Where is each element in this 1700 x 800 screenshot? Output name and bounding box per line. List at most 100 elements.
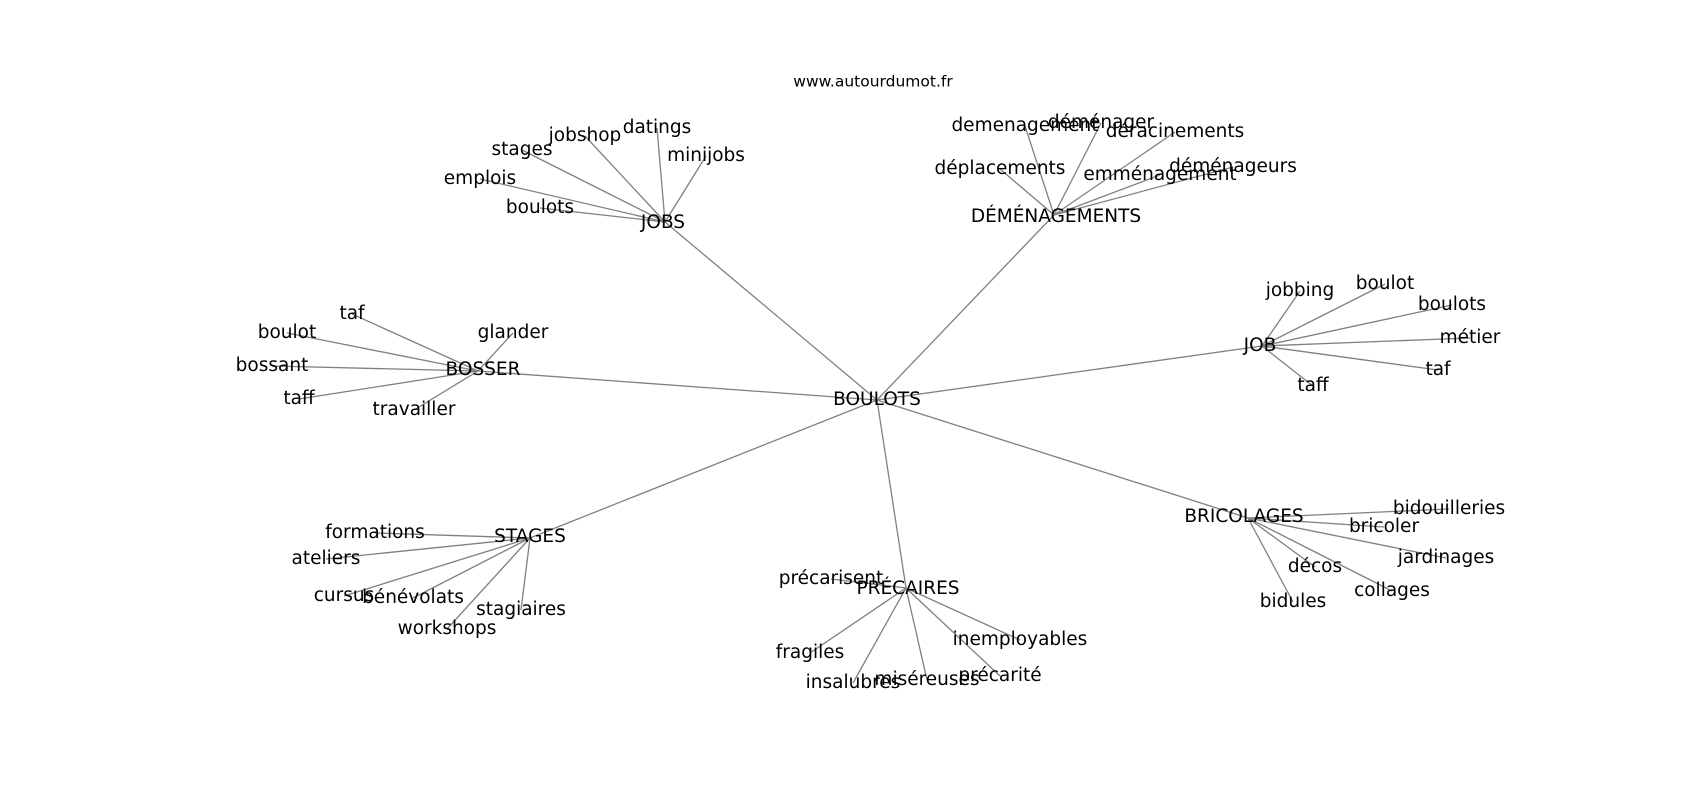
edge-stages-leaf [520, 537, 531, 611]
edge-déménagements-leaf [1053, 166, 1234, 216]
leaf-node-label: stagiaires [476, 599, 566, 620]
leaf-node-label: taff [1297, 375, 1330, 396]
edge-précaires-leaf [830, 578, 907, 589]
leaf-node-label: boulots [1418, 294, 1486, 315]
leaf-node-label: insalubres [806, 672, 901, 693]
leaf-node-label: jardinages [1397, 547, 1494, 568]
leaf-node-label: collages [1354, 580, 1430, 601]
edge-bosser-leaf [477, 332, 514, 372]
leaf-node-label: précarisent [779, 568, 884, 589]
leaf-node-label: inemployables [953, 629, 1088, 650]
edge-déménagements-leaf [1053, 131, 1176, 216]
edge-jobs-leaf [539, 207, 666, 223]
edge-précaires-leaf [905, 587, 1021, 641]
edge-stages-leaf [325, 537, 531, 560]
leaf-node-label: emménagement [1083, 164, 1236, 185]
edge-bricolages-leaf [1247, 517, 1385, 528]
leaf-node-label: demenagement [951, 115, 1098, 136]
source-label: www.autourdumot.fr [793, 73, 953, 91]
edge-root-to-jobs [664, 221, 878, 401]
edge-jobs-leaf [584, 135, 666, 223]
edge-déménagements-leaf [1053, 122, 1102, 216]
leaf-node-label: ateliers [292, 548, 361, 569]
edge-jobs-leaf [479, 178, 666, 223]
edge-bricolages-leaf [1247, 517, 1393, 592]
edge-bricolages-leaf [1247, 517, 1447, 559]
leaf-node-label: cursus [314, 585, 375, 606]
hub-node-label: DÉMÉNAGEMENTS [971, 205, 1141, 227]
edge-déménagements-leaf [999, 168, 1055, 216]
edge-job-leaf [1261, 345, 1314, 387]
hub-node-label: BOSSER [446, 359, 521, 380]
edge-root-to-déménagements [876, 214, 1055, 401]
leaf-node-label: déplacements [935, 158, 1066, 179]
leaf-node-label: travailler [373, 399, 456, 420]
leaf-node-label: taf [1425, 359, 1451, 380]
edge-jobs-leaf [656, 127, 666, 223]
hub-node-label: BRICOLAGES [1184, 506, 1303, 527]
edge-précaires-leaf [809, 587, 907, 654]
leaf-node-label: glander [478, 322, 549, 343]
edge-job-leaf [1261, 304, 1453, 347]
leaf-node-label: déménager [1048, 112, 1155, 133]
edge-job-leaf [1261, 345, 1439, 371]
edge-déménagements-leaf [1024, 125, 1055, 216]
edge-stages-leaf [374, 532, 531, 539]
root-node-label: BOULOTS [833, 389, 921, 410]
edge-jobs-leaf [664, 155, 707, 223]
edge-précaires-leaf [852, 587, 907, 684]
edge-stages-leaf [412, 537, 531, 599]
hub-node-label: JOBS [640, 212, 685, 233]
leaf-node-label: stages [492, 139, 553, 160]
edge-bosser-leaf [413, 370, 479, 411]
edge-stages-leaf [343, 537, 531, 597]
edge-déménagements-leaf [1053, 174, 1161, 216]
leaf-node-label: miséreuses [874, 669, 979, 690]
edge-root-to-bricolages [876, 399, 1249, 519]
edge-bosser-leaf [351, 313, 479, 372]
leaf-node-label: taff [283, 388, 316, 409]
leaf-node-label: bossant [236, 355, 309, 376]
edge-bosser-leaf [271, 365, 479, 372]
hub-node-label: JOB [1243, 335, 1277, 356]
leaf-node-label: minijobs [667, 145, 745, 166]
edge-bricolages-leaf [1247, 508, 1450, 519]
edge-précaires-leaf [905, 587, 928, 681]
edge-root-to-job [876, 345, 1263, 401]
edge-bosser-leaf [286, 332, 479, 372]
edge-bosser-leaf [298, 370, 479, 400]
edge-root-to-stages [529, 399, 878, 539]
edges-layer [271, 122, 1471, 684]
edge-root-to-bosser [477, 370, 878, 401]
leaf-node-label: jobshop [548, 125, 622, 146]
leaf-node-label: bidules [1260, 591, 1327, 612]
edge-job-leaf [1261, 283, 1386, 347]
leaf-node-label: formations [325, 522, 425, 543]
leaf-node-label: boulot [1356, 273, 1415, 294]
leaf-node-label: décos [1288, 556, 1342, 577]
leaf-node-label: bidouilleries [1393, 498, 1505, 519]
leaf-node-label: précarité [958, 665, 1041, 686]
hub-node-label: STAGES [494, 526, 566, 547]
leaf-node-label: emplois [444, 168, 516, 189]
edge-stages-leaf [446, 537, 531, 630]
leaf-node-label: datings [623, 117, 692, 138]
leaf-node-label: boulots [506, 197, 574, 218]
edge-job-leaf [1261, 290, 1301, 347]
edge-job-leaf [1261, 337, 1471, 347]
hub-node-label: PRÉCAIRES [856, 577, 959, 599]
leaf-node-label: bénévolats [362, 587, 464, 608]
edge-root-to-précaires [876, 399, 907, 589]
leaf-node-label: boulot [258, 322, 317, 343]
leaf-node-label: fragiles [776, 642, 845, 663]
edge-bricolages-leaf [1247, 517, 1316, 568]
leaf-node-label: métier [1440, 327, 1501, 348]
leaf-node-label: workshops [398, 618, 497, 639]
leaf-node-label: taf [339, 303, 365, 324]
edge-précaires-leaf [905, 587, 1001, 677]
edge-jobs-leaf [521, 149, 666, 223]
leaf-node-label: déracinements [1106, 121, 1245, 142]
leaf-node-label: déménageurs [1169, 156, 1297, 177]
